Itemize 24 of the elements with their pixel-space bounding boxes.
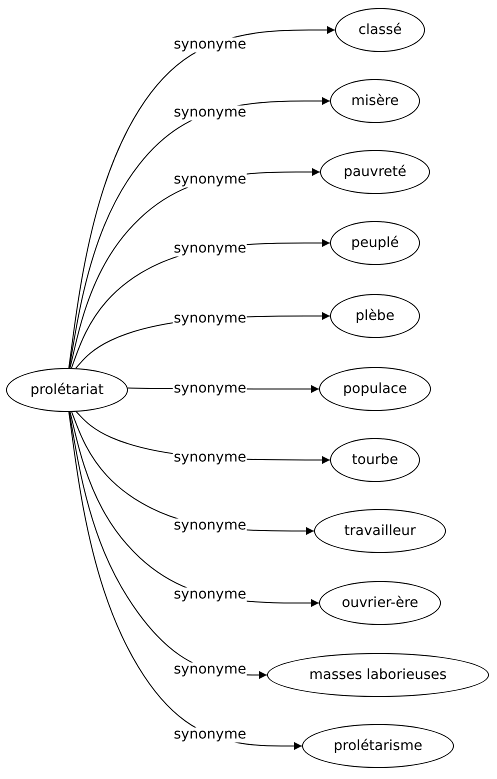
node-label: plèbe [356,308,394,324]
node-label: peuplé [351,235,399,251]
arrow [68,97,330,369]
node-label: travailleur [344,523,416,539]
edge-label: synonyme [172,38,248,53]
edge-label: synonyme [172,727,248,742]
edge-label: synonyme [172,241,248,256]
node-label: pauvreté [344,164,406,180]
node-label: prolétariat [30,382,104,398]
arrow [68,26,336,368]
node-label: ouvrier-ère [342,595,418,611]
node-label: prolétarisme [334,738,422,754]
edge-label: synonyme [172,588,248,603]
node-label: populace [343,381,407,397]
edge-label: synonyme [172,450,248,466]
arrow [68,412,302,750]
edge-label: synonyme [172,105,248,120]
edge-label: synonyme [172,518,248,534]
node-label: misère [351,93,399,109]
node-label: masses laborieuses [309,667,447,683]
node-label: classé [358,22,402,38]
edge-label: synonyme [172,172,248,188]
edge-label: synonyme [172,662,248,678]
node-label: tourbe [352,452,398,468]
